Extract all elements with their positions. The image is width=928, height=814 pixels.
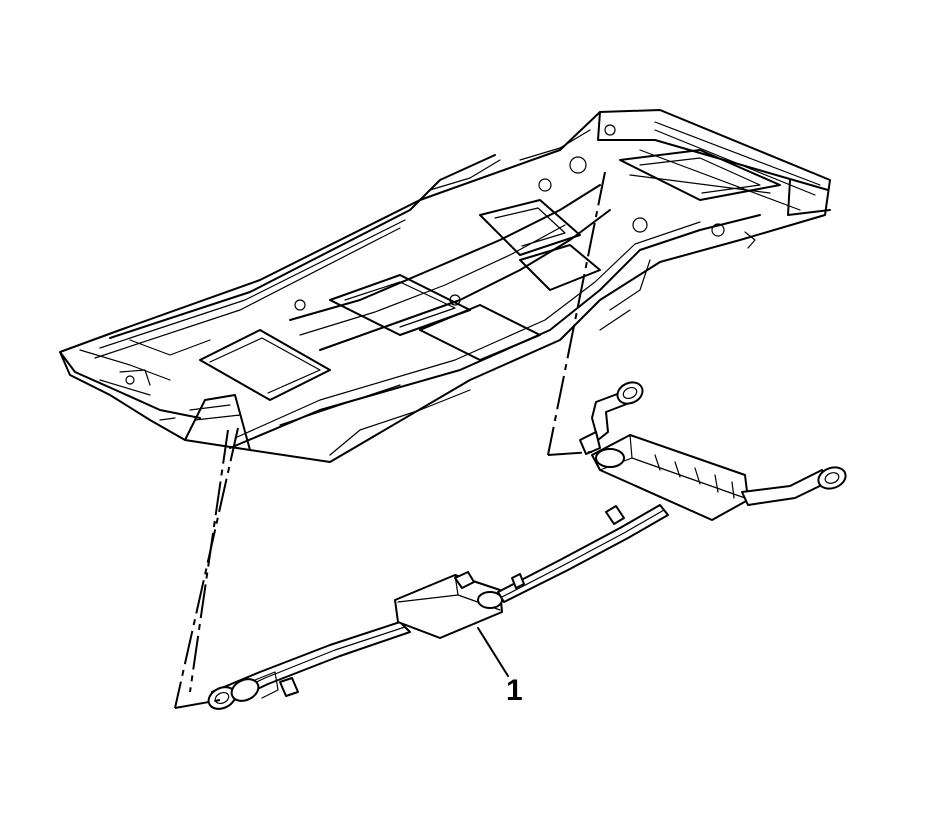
callout-leader-1 xyxy=(477,627,509,677)
intermediate-muffler xyxy=(394,571,503,639)
vehicle-underbody xyxy=(59,109,831,463)
exhaust-system xyxy=(207,381,847,710)
alignment-lines xyxy=(174,171,606,709)
callout-label-1: 1 xyxy=(506,674,523,707)
rear-muffler xyxy=(591,434,749,521)
